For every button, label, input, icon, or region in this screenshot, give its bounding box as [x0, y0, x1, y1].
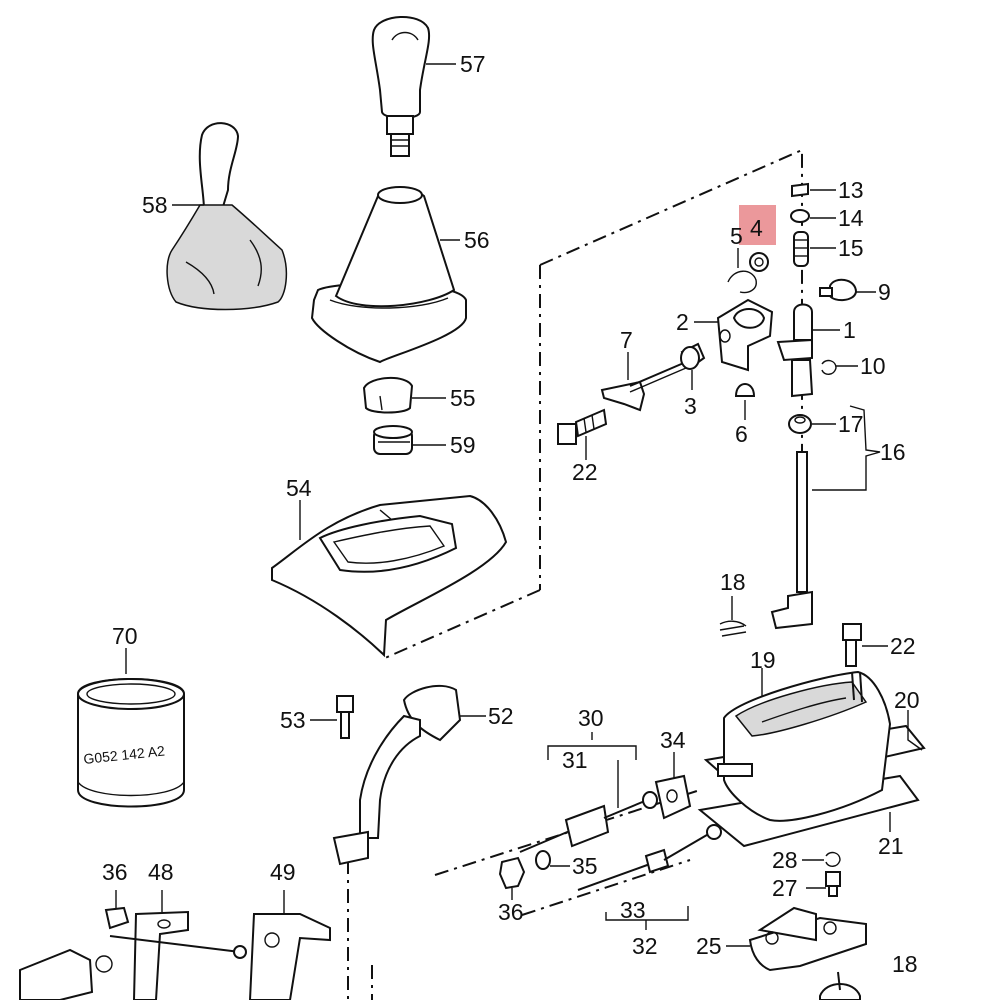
callout-16: 16	[880, 439, 906, 465]
grommet-17	[788, 414, 812, 434]
lever-49	[248, 913, 331, 1000]
callout-53: 53	[280, 707, 306, 733]
callout-31: 31	[562, 747, 588, 773]
callout-22-lower: 22	[890, 633, 916, 659]
bracket-48	[132, 910, 189, 1000]
callout-13: 13	[838, 177, 864, 203]
highlighted-part-marker	[739, 205, 776, 245]
callout-57: 57	[460, 51, 486, 77]
spring-clip-18a	[719, 620, 747, 637]
spring-clip-18b	[819, 971, 861, 1000]
cable-assembly-33	[577, 824, 722, 891]
callout-18-lower: 18	[892, 951, 918, 977]
bushing-3	[680, 342, 706, 370]
washer-14	[790, 209, 810, 223]
callout-18-upper: 18	[720, 569, 746, 595]
nut-36a	[498, 856, 526, 890]
callout-10: 10	[860, 353, 886, 379]
lever-1	[776, 303, 814, 398]
housing-19	[717, 670, 892, 822]
callout-70: 70	[112, 623, 138, 649]
callout-35: 35	[572, 853, 598, 879]
bolt-22-lower	[842, 623, 862, 667]
pin-7	[600, 361, 687, 412]
callout-4: 4	[750, 215, 763, 241]
knob-with-boot-58	[166, 122, 288, 311]
bracket-2	[716, 298, 774, 372]
callout-54: 54	[286, 475, 312, 501]
callout-36-right: 36	[498, 899, 524, 925]
leader-lines	[115, 63, 923, 947]
callout-33: 33	[620, 897, 646, 923]
callout-15: 15	[838, 235, 864, 261]
bolt-53	[336, 695, 354, 739]
callout-52: 52	[488, 703, 514, 729]
callout-56: 56	[464, 227, 490, 253]
callout-2: 2	[676, 309, 689, 335]
bushing-59	[373, 425, 413, 455]
bolt-27	[825, 871, 841, 897]
circlip-5	[727, 248, 757, 294]
callout-22-upper: 22	[572, 459, 598, 485]
callout-3: 3	[684, 393, 697, 419]
callout-17: 17	[838, 411, 864, 437]
bolt-22-upper	[557, 408, 608, 445]
callout-59: 59	[450, 432, 476, 458]
callout-5: 5	[730, 223, 743, 249]
clip-10	[821, 359, 837, 375]
oil-filter-70: G052 142 A2	[77, 678, 185, 808]
callout-27: 27	[772, 875, 798, 901]
callout-55: 55	[450, 385, 476, 411]
callout-1: 1	[843, 317, 856, 343]
callout-7: 7	[620, 327, 633, 353]
callout-49: 49	[270, 859, 296, 885]
linkage-left	[19, 935, 247, 1000]
callout-32: 32	[632, 933, 658, 959]
callout-labels: 57 58 56 55 59 54 13 14 15 4 5 9 2 1 7 1…	[102, 51, 920, 977]
shift-knob-57	[371, 15, 431, 157]
nut-36b	[104, 906, 130, 930]
spring-15	[793, 231, 809, 267]
washer-35	[535, 850, 551, 870]
bushing-4	[749, 252, 769, 272]
callout-34: 34	[660, 727, 686, 753]
ball-socket-6	[734, 383, 756, 397]
clip-13	[791, 182, 809, 198]
callout-25: 25	[696, 933, 722, 959]
callout-36-left: 36	[102, 859, 128, 885]
callout-9: 9	[878, 279, 891, 305]
callout-28: 28	[772, 847, 798, 873]
gear-boot-56	[310, 186, 467, 364]
callout-58: 58	[142, 192, 168, 218]
lever-52	[332, 684, 462, 866]
bracket-25	[748, 906, 867, 972]
assembly-outline	[347, 148, 803, 1000]
shift-rod-16	[770, 451, 813, 630]
pin-9	[819, 278, 858, 302]
callout-21: 21	[878, 833, 904, 859]
callout-30: 30	[578, 705, 604, 731]
cable-assembly-31	[519, 791, 658, 853]
clip-55	[362, 377, 414, 414]
callout-20: 20	[894, 687, 920, 713]
callout-14: 14	[838, 205, 864, 231]
callout-6: 6	[735, 421, 748, 447]
callout-19: 19	[750, 647, 776, 673]
clip-28	[825, 851, 841, 867]
seal-34	[654, 774, 692, 820]
callout-48: 48	[148, 859, 174, 885]
console-cover-54	[271, 494, 508, 658]
